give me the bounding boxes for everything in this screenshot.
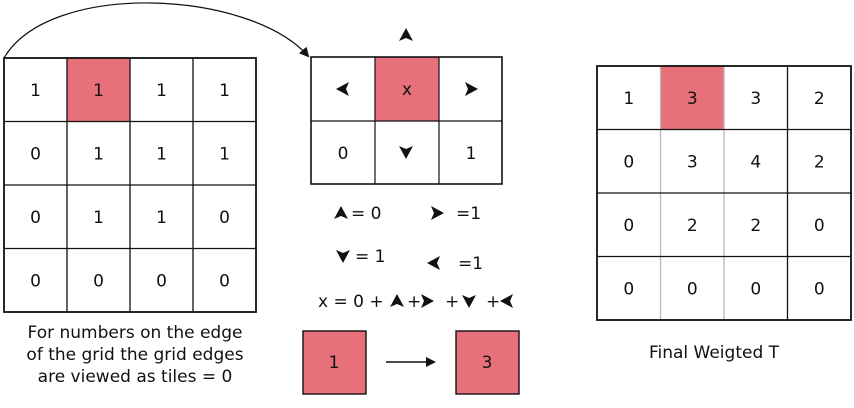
- kernel-right-arrow-icon: [465, 82, 478, 96]
- input-grid-cell-value: 1: [30, 81, 41, 101]
- input-grid-cell-value: 1: [156, 144, 167, 164]
- kernel-up-arrow-icon: [399, 28, 413, 41]
- result-grid-cell-value: 2: [687, 216, 698, 236]
- result-grid-cell-value: 0: [623, 216, 634, 236]
- edge-caption: For numbers on the edge of the grid the …: [4, 322, 266, 388]
- kernel-bottom-right-value: 1: [466, 144, 477, 164]
- result-grid-cell-value: 0: [814, 279, 825, 299]
- legend-down-arrow-icon: [336, 250, 350, 263]
- input-grid-cell-value: 0: [219, 271, 230, 291]
- input-grid-cell-value: 1: [156, 208, 167, 228]
- result-grid-cell-value: 4: [750, 152, 761, 172]
- kernel-center-label: x: [402, 80, 412, 100]
- transform-to-box: [455, 330, 520, 395]
- input-grid: 1 1 1 1 0 1 1 1 0 1 1 0 0 0 0 0: [3, 57, 257, 313]
- input-grid-cell-value: 0: [93, 271, 104, 291]
- formula-prefix: x = 0 +: [318, 292, 384, 312]
- input-grid-cell-value: 0: [30, 208, 41, 228]
- formula-right-arrow-icon: [421, 294, 434, 308]
- input-grid-cell-value: 1: [219, 81, 230, 101]
- formula-plus-2: +: [445, 292, 459, 312]
- result-grid-cell-value: 2: [750, 216, 761, 236]
- input-grid-cell-value: 0: [156, 271, 167, 291]
- transform-from-box: [302, 330, 367, 395]
- transform-example: 1 3: [302, 330, 520, 395]
- legend-up-value: = 0: [351, 204, 381, 224]
- arrow-legend: = 0 =1 = 1 =1 x = 0 + + + +: [318, 204, 513, 312]
- input-grid-cell-value: 1: [93, 144, 104, 164]
- result-grid-cell-value: 0: [623, 152, 634, 172]
- neighbor-kernel: x 0 1: [310, 28, 503, 185]
- result-grid-cell-value: 3: [750, 89, 761, 109]
- result-grid: 1 3 3 2 0 3 4 2 0 2 2 0 0 0 0 0: [596, 65, 852, 321]
- result-label: Final Weigted T: [648, 343, 780, 363]
- formula-plus-1: +: [407, 292, 421, 312]
- legend-up-arrow-icon: [334, 206, 348, 219]
- legend-left-value: =1: [458, 254, 483, 274]
- caption-line: are viewed as tiles = 0: [37, 367, 233, 387]
- input-grid-cell-value: 0: [30, 271, 41, 291]
- result-grid-cell-value: 3: [687, 152, 698, 172]
- kernel-center-highlight: [375, 57, 439, 121]
- transform-to-value: 3: [482, 353, 493, 373]
- input-grid-border: [3, 57, 257, 313]
- result-grid-cell-value: 2: [814, 89, 825, 109]
- result-grid-cell-value: 1: [623, 89, 634, 109]
- formula-down-arrow-icon: [462, 295, 476, 308]
- kernel-bottom-left-value: 0: [338, 144, 349, 164]
- input-grid-cell-value: 0: [30, 144, 41, 164]
- result-grid-cell-value: 0: [623, 279, 634, 299]
- transform-from-value: 1: [329, 353, 340, 373]
- kernel-left-arrow-icon: [336, 82, 349, 96]
- kernel-down-arrow-icon: [399, 146, 413, 159]
- result-grid-cell-value: 0: [687, 279, 698, 299]
- result-grid-cell-value: 3: [687, 89, 698, 109]
- legend-left-arrow-icon: [427, 256, 440, 270]
- legend-right-arrow-icon: [431, 206, 444, 220]
- result-grid-cell-value: 0: [750, 279, 761, 299]
- input-grid-cell-value: 1: [156, 81, 167, 101]
- input-grid-cell-value: 1: [93, 81, 104, 101]
- input-grid-highlight-cell: [67, 58, 130, 122]
- input-grid-cell-value: 1: [93, 208, 104, 228]
- result-grid-border: [596, 65, 852, 321]
- formula-left-arrow-icon: [500, 294, 513, 308]
- result-grid-highlight-cell: [660, 66, 724, 130]
- legend-down-value: = 1: [355, 247, 385, 267]
- caption-line: For numbers on the edge: [27, 323, 243, 343]
- result-grid-cell-value: 0: [814, 216, 825, 236]
- curved-arrow: [3, 2, 310, 59]
- result-grid-cell-value: 2: [814, 152, 825, 172]
- caption-line: of the grid the grid edges: [26, 345, 244, 365]
- formula-up-arrow-icon: [390, 294, 404, 307]
- legend-right-value: =1: [456, 204, 481, 224]
- input-grid-cell-value: 0: [219, 208, 230, 228]
- formula-plus-3: +: [486, 292, 500, 312]
- input-grid-cell-value: 1: [219, 144, 230, 164]
